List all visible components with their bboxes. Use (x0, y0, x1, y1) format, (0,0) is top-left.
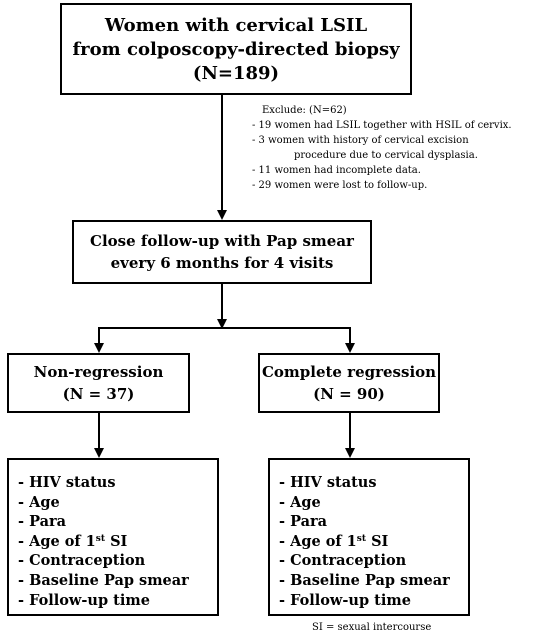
variable-item: - Contraception (279, 552, 407, 570)
non-regression-label: Non-regression (33, 363, 164, 381)
variable-item: - Follow-up time (18, 591, 150, 609)
non-regression-count: (N = 37) (62, 385, 135, 403)
variable-item: - Baseline Pap smear (18, 571, 189, 589)
variable-item-age-first-si: - Age of 1st SI (18, 532, 128, 550)
initial-population-line2: from colposcopy-directed biopsy (72, 39, 400, 60)
complete-regression-count: (N = 90) (313, 385, 385, 403)
variable-item-age-first-si: - Age of 1st SI (279, 532, 389, 550)
followup-line2: every 6 months for 4 visits (110, 254, 334, 272)
exclusion-item: - 29 women were lost to follow-up. (252, 180, 428, 191)
variable-item: - Follow-up time (279, 591, 411, 609)
complete-regression-label: Complete regression (261, 363, 437, 381)
exclusion-title: Exclude: (N=62) (262, 105, 347, 116)
exclusion-item: - 11 women had incomplete data. (252, 165, 421, 176)
variable-item: - Para (18, 513, 67, 531)
initial-population-box: Women with cervical LSIL from colposcopy… (60, 3, 412, 95)
variable-item: - Baseline Pap smear (279, 571, 450, 589)
variable-item: - HIV status (18, 474, 116, 491)
variable-item: - Age (279, 493, 321, 511)
variable-item: - Contraception (18, 552, 146, 570)
exclusion-item: - 3 women with history of cervical excis… (252, 135, 469, 146)
initial-population-line1: Women with cervical LSIL (104, 15, 368, 36)
footnote: SI = sexual intercourse (312, 622, 432, 633)
non-regression-box: Non-regression (N = 37) (7, 353, 190, 413)
variable-item: - HIV status (279, 474, 377, 491)
complete-regression-box: Complete regression (N = 90) (258, 353, 440, 413)
initial-population-count: (N=189) (192, 63, 280, 84)
followup-box: Close follow-up with Pap smear every 6 m… (72, 220, 372, 284)
non-regression-variables-box: - HIV status - Age - Para - Age of 1st S… (7, 458, 219, 616)
complete-regression-variables-box: - HIV status - Age - Para - Age of 1st S… (268, 458, 470, 616)
exclusion-item: - 19 women had LSIL together with HSIL o… (252, 120, 512, 131)
variable-item: - Para (279, 513, 328, 531)
variable-item: - Age (18, 493, 60, 511)
exclusion-item-continuation: procedure due to cervical dysplasia. (294, 150, 478, 161)
followup-line1: Close follow-up with Pap smear (90, 232, 354, 250)
exclusion-criteria: Exclude: (N=62) - 19 women had LSIL toge… (252, 103, 512, 193)
